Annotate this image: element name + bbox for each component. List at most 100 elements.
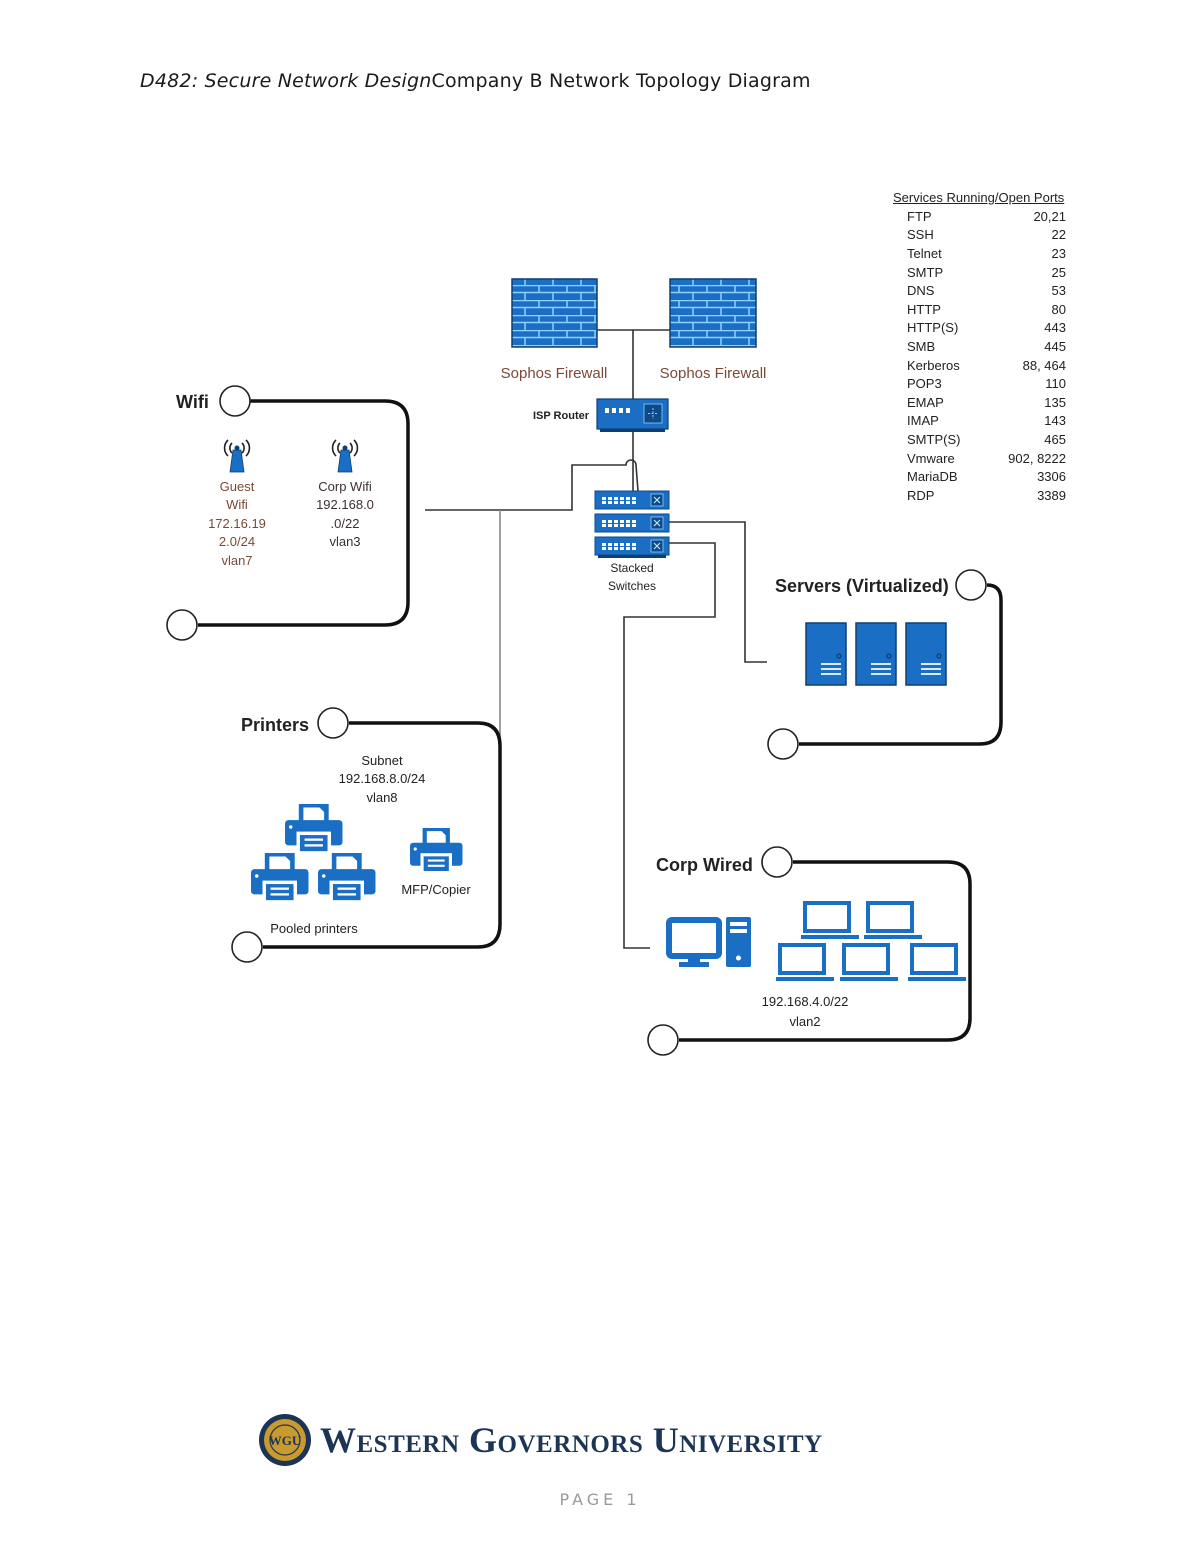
guest-wifi-line: Wifi (226, 497, 248, 512)
service-port: 20,21 (1033, 208, 1066, 224)
service-row: HTTP(S) 443 (893, 319, 1088, 338)
service-row: SMB 445 (893, 337, 1088, 356)
service-row: POP3 110 (893, 374, 1088, 393)
pooled-printer-icon (318, 853, 376, 904)
corp-wifi-line: vlan3 (329, 534, 360, 549)
printers-subnet-line: 192.168.8.0/24 (339, 771, 426, 786)
printers-subnet-label: Subnet 192.168.8.0/24 vlan8 (339, 753, 426, 805)
service-port: 143 (1044, 413, 1066, 429)
service-name: HTTP(S) (907, 320, 959, 336)
service-row: EMAP 135 (893, 393, 1088, 412)
isp-router-label: ISP Router (533, 410, 590, 422)
service-port: 445 (1044, 338, 1066, 354)
corp-wired-bracket (679, 860, 972, 1042)
page-number: PAGE 1 (559, 1490, 641, 1509)
firewall-left-icon (511, 278, 598, 348)
wifi-connector-top (219, 385, 251, 417)
wifi-bracket (198, 399, 410, 627)
guest-wifi-line: 172.16.19 (208, 516, 266, 531)
printers-connector-top (317, 707, 349, 739)
service-name: DNS (907, 283, 935, 299)
service-port: 88, 464 (1022, 357, 1066, 373)
link-wifi-switch (425, 459, 639, 511)
service-name: EMAP (907, 394, 944, 410)
pooled-printers-label: Pooled printers (270, 921, 358, 936)
laptop-icon (774, 943, 836, 983)
service-port: 3389 (1037, 487, 1066, 503)
service-name: SMTP(S) (907, 431, 961, 447)
corp-wifi-label: Corp Wifi 192.168.0 .0/22 vlan3 (316, 479, 374, 549)
guest-wifi-antenna-icon (223, 439, 251, 473)
printers-subnet-line: vlan8 (366, 790, 397, 805)
service-name: IMAP (907, 413, 939, 429)
service-name: SMTP (907, 264, 944, 280)
service-port: 3306 (1037, 469, 1066, 485)
link-servers (668, 521, 767, 663)
service-row: SSH 22 (893, 226, 1088, 245)
service-name: Telnet (907, 245, 942, 261)
laptop-icon (906, 943, 968, 983)
course-title: D482: Secure Network Design (140, 70, 432, 92)
diagram-title: Company B Network Topology Diagram (431, 70, 811, 92)
desktop-computer-icon (666, 917, 751, 967)
stacked-switches-icon (594, 490, 670, 558)
service-name: POP3 (907, 376, 942, 392)
service-port: 22 (1051, 227, 1066, 243)
service-port: 135 (1044, 394, 1066, 410)
printers-bracket (263, 721, 502, 949)
servers-bracket (799, 583, 1003, 746)
server-icon (805, 622, 847, 686)
mfp-copier-label: MFP/Copier (401, 882, 471, 897)
service-port: 443 (1044, 320, 1066, 336)
service-port: 902, 8222 (1008, 450, 1066, 466)
service-name: Vmware (907, 450, 955, 466)
servers-connector-bottom (767, 728, 799, 760)
service-name: MariaDB (907, 469, 958, 485)
corp-wifi-line: 192.168.0 (316, 497, 374, 512)
servers-group-title: Servers (Virtualized) (775, 576, 949, 596)
service-name: Kerberos (907, 357, 960, 373)
service-name: RDP (907, 487, 935, 503)
service-port: 25 (1051, 264, 1066, 280)
service-row: MariaDB 3306 (893, 467, 1088, 486)
corp-wired-group-title: Corp Wired (656, 855, 753, 875)
service-name: SMB (907, 338, 936, 354)
service-port: 110 (1045, 376, 1066, 392)
firewall-right-label: Sophos Firewall (660, 365, 767, 382)
corp-wifi-line: Corp Wifi (318, 479, 372, 494)
isp-router-icon (596, 398, 669, 432)
service-port: 23 (1051, 245, 1066, 261)
guest-wifi-label: Guest Wifi 172.16.19 2.0/24 vlan7 (208, 479, 266, 568)
mfp-copier-icon (410, 828, 463, 875)
service-row: Vmware 902, 8222 (893, 449, 1088, 468)
printers-group-title: Printers (241, 715, 309, 735)
service-name: FTP (907, 208, 932, 224)
guest-wifi-line: vlan7 (221, 553, 252, 568)
service-name: SSH (907, 227, 934, 243)
server-icon (855, 622, 897, 686)
switches-label-line2: Switches (608, 579, 656, 593)
group-brackets (198, 399, 1003, 1042)
pooled-printer-icon (251, 853, 309, 904)
pooled-printer-icon (285, 804, 343, 855)
laptop-icon (799, 901, 861, 941)
wifi-group-title: Wifi (176, 392, 209, 412)
guest-wifi-line: Guest (220, 479, 255, 494)
wgu-logo: WGU Western Governors University (258, 1413, 823, 1467)
firewall-left-label: Sophos Firewall (501, 365, 608, 382)
server-icon (905, 622, 947, 686)
servers-connector-top (955, 569, 987, 601)
guest-wifi-line: 2.0/24 (219, 534, 255, 549)
service-row: RDP 3389 (893, 486, 1088, 505)
service-port: 465 (1044, 431, 1066, 447)
university-name: Western Governors University (320, 1420, 823, 1460)
wgu-seal-icon: WGU (259, 1414, 311, 1466)
service-row: Telnet 23 (893, 244, 1088, 263)
printers-subnet-line: Subnet (361, 753, 403, 768)
corp-wired-subnet-line: 192.168.4.0/22 (762, 994, 849, 1009)
service-row: SMTP(S) 465 (893, 430, 1088, 449)
firewall-right-icon (669, 278, 757, 348)
